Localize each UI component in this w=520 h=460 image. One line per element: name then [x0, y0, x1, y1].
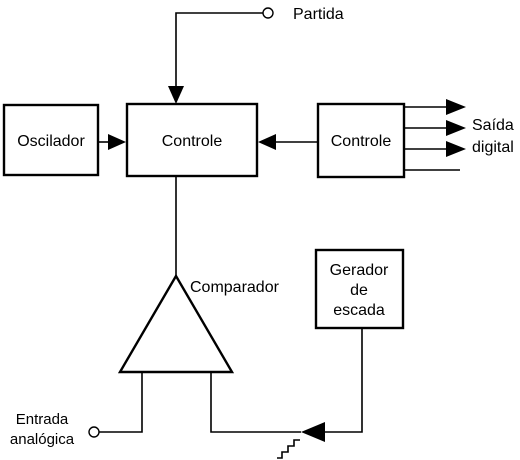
gerador-label-line1: Gerador — [330, 262, 389, 279]
controle-feedback-arrowhead — [258, 134, 276, 150]
gerador-escada-block — [314, 248, 405, 330]
controle-right-label: Controle — [331, 133, 392, 150]
partida-terminal — [262, 7, 274, 19]
digital-output-lines — [404, 99, 466, 171]
entrada-wire — [99, 372, 143, 433]
entrada-label-line1: Entrada — [16, 411, 69, 428]
oscilador-label: Oscilador — [17, 133, 85, 150]
partida-label: Partida — [293, 6, 344, 23]
gerador-to-comparador-wire-a — [325, 328, 363, 433]
partida-wire — [175, 12, 263, 86]
partida-arrowhead — [168, 86, 184, 104]
output-arrowhead-1 — [446, 99, 466, 115]
output-arrowhead-2 — [446, 120, 466, 136]
gerador-to-comparador-wire-b — [210, 372, 301, 433]
entrada-label-line2: analógica — [10, 431, 75, 448]
gerador-arrowhead — [301, 422, 325, 442]
oscilador-block — [2, 103, 100, 177]
entrada-terminal — [88, 426, 100, 438]
controle-main-label: Controle — [162, 133, 223, 150]
saida-label-line1: Saída — [472, 117, 514, 134]
controle-right-block — [316, 102, 406, 179]
controle-main-block — [125, 102, 259, 178]
oscilador-to-controle-arrowhead — [108, 134, 126, 150]
gerador-label-line2: de — [350, 282, 368, 299]
staircase-icon — [277, 439, 300, 459]
output-arrowhead-3 — [446, 141, 466, 157]
comparador-triangle — [117, 273, 235, 374]
comparador-label: Comparador — [190, 279, 280, 296]
saida-label-line2: digital — [472, 139, 514, 156]
gerador-label-line3: escada — [333, 302, 385, 319]
